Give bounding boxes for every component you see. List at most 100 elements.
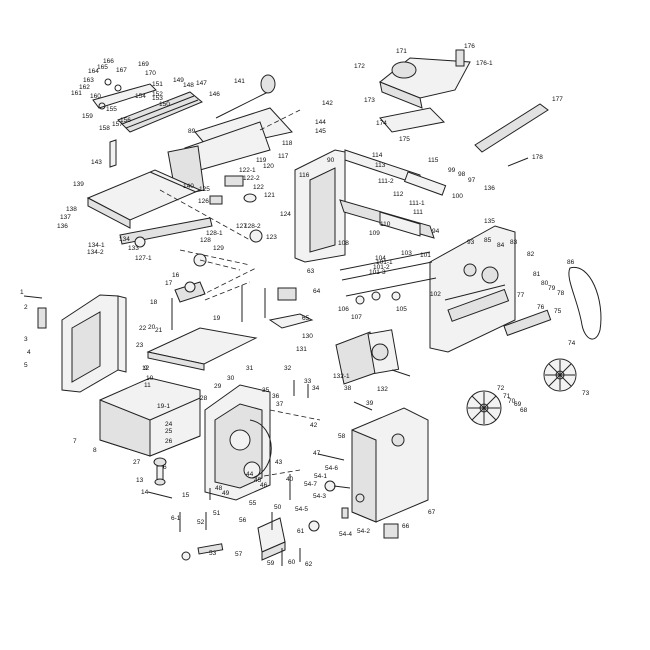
part-label-column-right: 81 [533, 271, 541, 278]
part-label-column-right: 106 [338, 306, 349, 313]
part-label-left-frame: 27 [133, 459, 141, 466]
part-label-column-right: 84 [497, 242, 505, 249]
part-label-left-frame: 40 [286, 476, 294, 483]
part-label-left-frame: 28 [200, 395, 208, 402]
top-cover [379, 49, 471, 109]
part-label-column-right: 97 [468, 177, 476, 184]
part-label-top-left: 170 [145, 70, 156, 77]
part-label-lower-right: 54-6 [325, 465, 338, 472]
part-label-left-frame: 49 [222, 490, 230, 497]
height-rods [339, 251, 437, 305]
part-label-top-left: 159 [82, 113, 93, 120]
part-label-top-left: 161 [71, 90, 82, 97]
part-label-column-right: 83 [510, 239, 518, 246]
part-label-column-right: 101-3 [369, 269, 386, 276]
part-label-upper-mid: 127-1 [135, 255, 152, 262]
part-label-upper-mid: 117 [278, 153, 289, 160]
part-label-column-right: 111-2 [378, 178, 394, 185]
part-label-column-right: 90 [327, 157, 335, 164]
part-label-left-frame: 42 [310, 422, 318, 429]
part-label-top-left: 143 [91, 159, 102, 166]
part-label-left-frame: 55 [249, 500, 257, 507]
part-label-column-right: 114 [372, 152, 383, 159]
part-label-top-left: 160 [90, 93, 101, 100]
part-label-upper-mid: 133 [128, 245, 139, 252]
part-label-left-frame: 34 [312, 385, 320, 392]
part-label-column-right: 79 [548, 285, 556, 292]
shaft-assembly [119, 175, 263, 267]
fittings-54 [308, 480, 349, 532]
part-label-lower-right: 54-4 [339, 531, 352, 538]
part-label-column-right: 104 [375, 255, 386, 262]
part-label-top-right: 173 [364, 97, 375, 104]
part-label-left-frame: 59 [267, 560, 275, 567]
part-label-left-frame: 2 [24, 304, 28, 311]
part-label-top-left: 146 [209, 91, 220, 98]
part-label-left-frame: 23 [136, 342, 144, 349]
part-label-lower-right: 70 [508, 398, 516, 405]
part-label-top-right: 177 [552, 96, 563, 103]
column-frame [294, 149, 421, 263]
part-label-top-right: 145 [315, 128, 326, 135]
switch-66 [383, 523, 399, 539]
part-label-top-left: 154 [135, 93, 146, 100]
part-label-column-right: 105 [396, 306, 407, 313]
part-label-left-frame: 52 [197, 519, 205, 526]
part-label-column-right: 74 [568, 340, 576, 347]
cutter-head [339, 199, 435, 239]
part-label-left-frame: 53 [209, 550, 217, 557]
part-label-top-left: 165 [97, 64, 108, 71]
part-label-column-right: 111-1 [409, 200, 425, 207]
part-label-left-frame: 31 [246, 365, 254, 372]
bar-141 [215, 74, 276, 119]
part-label-left-frame: 6-1 [171, 515, 181, 522]
part-label-upper-mid: 138 [66, 206, 77, 213]
part-label-top-right: 176 [464, 43, 475, 50]
part-label-column-right: 103 [401, 250, 412, 257]
part-label-top-left: 148 [183, 82, 194, 89]
gearbox-59 [257, 517, 286, 561]
part-label-column-right: 99 [448, 167, 456, 174]
part-label-left-frame: 24 [165, 421, 173, 428]
part-label-upper-mid: 122-2 [243, 175, 260, 182]
part-label-top-right: 178 [532, 154, 543, 161]
part-label-column-right: 111 [413, 209, 423, 216]
part-label-lower-right: 67 [428, 509, 436, 516]
part-label-left-frame: 29 [214, 383, 222, 390]
drive-belt [568, 266, 602, 340]
part-label-column-right: 136 [484, 185, 495, 192]
plate-174 [379, 107, 446, 133]
part-label-column-right: 73 [582, 390, 590, 397]
part-label-top-left: 150 [159, 101, 170, 108]
part-label-lower-right: 66 [402, 523, 410, 530]
part-label-left-frame: 9 [144, 365, 148, 372]
part-label-left-frame: 18 [150, 299, 158, 306]
part-label-left-frame: 48 [215, 485, 223, 492]
part-label-left-frame: 17 [165, 280, 173, 287]
part-label-column-right: 112 [393, 191, 404, 198]
part-label-upper-mid: 134 [119, 236, 130, 243]
part-label-upper-mid: 127 [236, 223, 247, 230]
bracket-177 [474, 103, 549, 153]
part-label-left-frame: 3 [24, 336, 28, 343]
part-label-top-right: 176-1 [476, 60, 493, 67]
motor [335, 329, 411, 385]
pulley-74 [543, 358, 577, 392]
part-label-top-left: 155 [106, 106, 117, 113]
part-label-left-frame: 63 [307, 268, 315, 275]
part-label-column-right: 109 [369, 230, 380, 237]
part-label-upper-mid: 128-1 [206, 230, 223, 237]
part-label-left-frame: 4 [27, 349, 31, 356]
part-label-upper-mid: 129 [213, 245, 224, 252]
part-label-left-frame: 30 [227, 375, 235, 382]
part-label-upper-mid: 136 [57, 223, 68, 230]
part-label-upper-mid: 137 [60, 214, 71, 221]
part-label-column-right: 108 [338, 240, 349, 247]
part-label-left-frame: 46 [260, 482, 268, 489]
part-label-column-right: 100 [452, 193, 463, 200]
gear-box [204, 384, 272, 501]
side-frame [429, 225, 516, 353]
part-label-upper-mid: 118 [282, 140, 293, 147]
part-label-upper-mid: 128 [200, 237, 211, 244]
part-label-left-frame: 8 [93, 447, 97, 454]
